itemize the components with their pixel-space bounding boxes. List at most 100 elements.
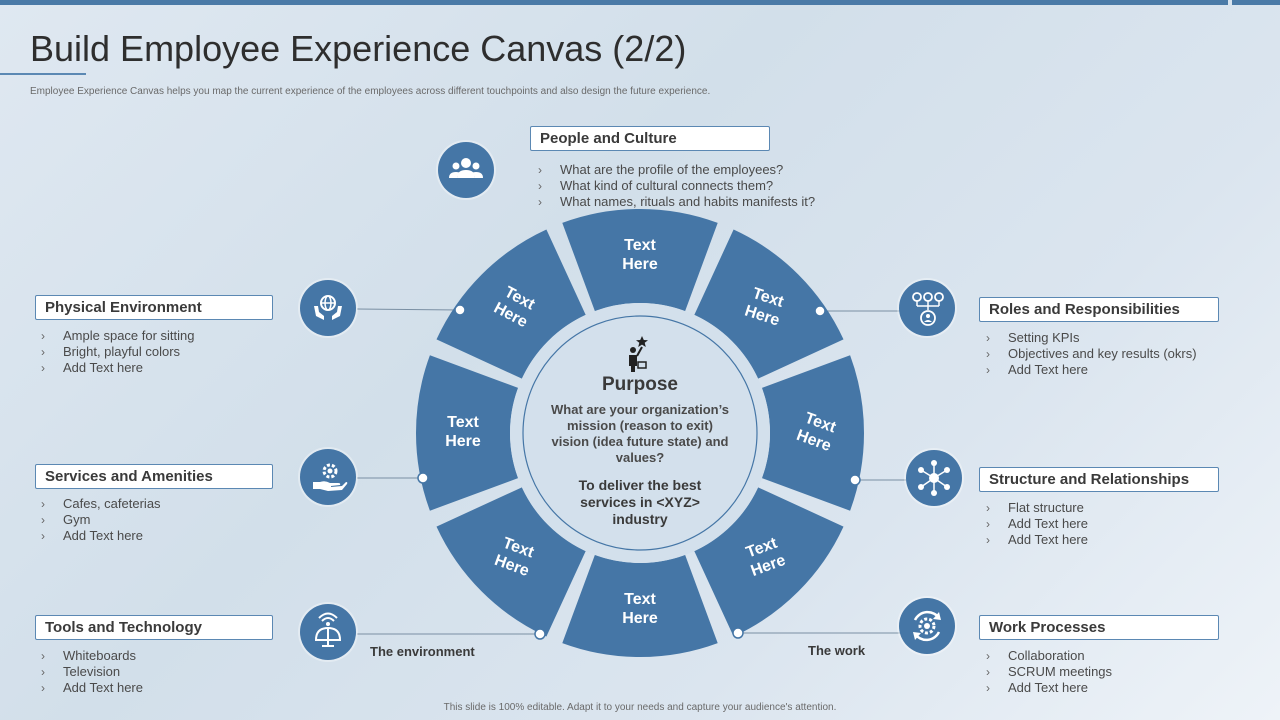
ring-segment-8	[436, 229, 586, 379]
segment-label-line: Text	[624, 237, 656, 254]
list-item: › Add Text here	[37, 528, 161, 544]
top-accent-bar	[0, 0, 1228, 5]
list-item: › SCRUM meetings	[982, 664, 1112, 680]
chevron-right-icon: ›	[538, 163, 542, 177]
purpose-circle	[522, 315, 758, 551]
work-processes-list: › Collaboration › SCRUM meetings›Add Text h…	[982, 648, 1112, 696]
network-icon	[906, 450, 962, 506]
ring-segment-4	[694, 487, 844, 637]
ring-segment-2	[694, 229, 844, 379]
chevron-right-icon: ›	[41, 497, 45, 511]
list-item: › Add Text here	[37, 360, 195, 376]
people-and-culture-box: People and Culture	[530, 126, 770, 151]
list-item: › Add Text here	[982, 516, 1088, 532]
gear-hand-icon	[300, 449, 356, 505]
chevron-right-icon: ›	[41, 681, 45, 695]
list-item: ›Add Text here	[982, 680, 1112, 696]
purpose-answer: To deliver the best services in <XYZ> in…	[578, 477, 702, 527]
chevron-right-icon: ›	[986, 501, 990, 515]
list-item-text: Add Text here	[63, 360, 143, 375]
list-item-text: Television	[63, 664, 121, 679]
people-and-culture-list: ›What are the profile of the employees?›…	[534, 162, 815, 210]
list-item-text: Add Text here	[1008, 516, 1088, 531]
list-item-text: Add Text here	[63, 528, 143, 543]
chevron-right-icon: ›	[41, 649, 45, 663]
physical-environment-box: Physical Environment	[35, 295, 273, 320]
chevron-right-icon: ›	[986, 347, 990, 361]
segment-label-line: Here	[445, 433, 481, 450]
list-item: › Whiteboards	[37, 648, 143, 664]
chevron-right-icon: ›	[986, 681, 990, 695]
structure-and-relationships-box: Structure and Relationships	[979, 467, 1219, 492]
roles-and-responsibilities-box: Roles and Responsibilities	[979, 297, 1219, 322]
connector-dots	[417, 304, 861, 640]
list-item: ›Bright, playful colors	[37, 344, 195, 360]
people-group-icon	[438, 142, 494, 198]
chevron-right-icon: ›	[41, 665, 45, 679]
list-item-text: Collaboration	[1008, 648, 1085, 663]
label-the-environment: The environment	[370, 644, 475, 659]
connector-lines	[356, 308, 906, 635]
list-item-text: What kind of cultural connects them?	[560, 178, 774, 193]
segment-label-line: Text	[624, 591, 656, 608]
chevron-right-icon: ›	[538, 179, 542, 193]
chevron-right-icon: ›	[41, 529, 45, 543]
list-item: › Ample space for sitting	[37, 328, 195, 344]
ring	[416, 209, 865, 657]
ring-segment-6	[436, 487, 586, 637]
list-item: ›Add Text here	[982, 362, 1197, 378]
chevron-right-icon: ›	[41, 513, 45, 527]
list-item-text: Gym	[63, 512, 91, 527]
chevron-right-icon: ›	[41, 361, 45, 375]
list-item: › Add Text here	[37, 680, 143, 696]
list-item-text: Add Text here	[1008, 532, 1088, 547]
purpose-question: What are your organization’s mission (re…	[551, 402, 729, 465]
ring-segment-7	[416, 355, 519, 511]
list-item: ›Objectives and key results (okrs)	[982, 346, 1197, 362]
services-and-amenities-box: Services and Amenities	[35, 464, 273, 489]
list-item-text: Add Text here	[1008, 362, 1088, 377]
person-star-icon	[629, 336, 648, 372]
list-item: › Collaboration	[982, 648, 1112, 664]
ring-inner-disk	[510, 303, 770, 563]
segment-label-line: Here	[622, 256, 658, 273]
globe-hands-icon	[300, 280, 356, 336]
page-title: Build Employee Experience Canvas (2/2)	[30, 28, 687, 69]
top-accent-bar-right	[1232, 0, 1280, 5]
segment-label-line: Text	[447, 414, 479, 431]
tools-and-technology-list: › Whiteboards › Television › Add Text here	[37, 648, 143, 696]
chevron-right-icon: ›	[986, 649, 990, 663]
footer-note: This slide is 100% editable. Adapt it to…	[443, 702, 837, 713]
list-item-text: SCRUM meetings	[1008, 664, 1113, 679]
list-item: › What kind of cultural connects them?	[534, 178, 815, 194]
ring-segment-3	[761, 355, 865, 511]
list-item-text: Flat structure	[1008, 500, 1084, 515]
chevron-right-icon: ›	[41, 329, 45, 343]
chevron-right-icon: ›	[986, 665, 990, 679]
services-and-amenities-list: › Cafes, cafeterias › Gym › Add Text here	[37, 496, 161, 544]
roles-and-responsibilities-list: › Setting KPIs›Objectives and key results…	[982, 330, 1197, 378]
list-item: › Flat structure	[982, 500, 1088, 516]
list-item-text: Whiteboards	[63, 648, 136, 663]
list-item-text: Add Text here	[63, 680, 143, 695]
tools-and-technology-box: Tools and Technology	[35, 615, 273, 640]
title-underline	[0, 73, 86, 75]
chevron-right-icon: ›	[538, 195, 542, 209]
list-item-text: What are the profile of the employees?	[560, 162, 784, 177]
list-item: › What are the profile of the employees?	[534, 162, 815, 178]
list-item: › Gym	[37, 512, 161, 528]
list-item-text: Cafes, cafeterias	[63, 496, 161, 511]
purpose-heading: Purpose	[601, 374, 679, 395]
ring-segment-1	[562, 209, 718, 312]
list-item-text: Ample space for sitting	[63, 328, 195, 343]
label-the-work: The work	[808, 643, 866, 658]
list-item-text: Setting KPIs	[1008, 330, 1080, 345]
page-subtitle: Employee Experience Canvas helps you map…	[30, 86, 711, 97]
list-item: › Television	[37, 664, 143, 680]
chevron-right-icon: ›	[986, 517, 990, 531]
segment-label-line: Here	[622, 610, 658, 627]
chevron-right-icon: ›	[41, 345, 45, 359]
